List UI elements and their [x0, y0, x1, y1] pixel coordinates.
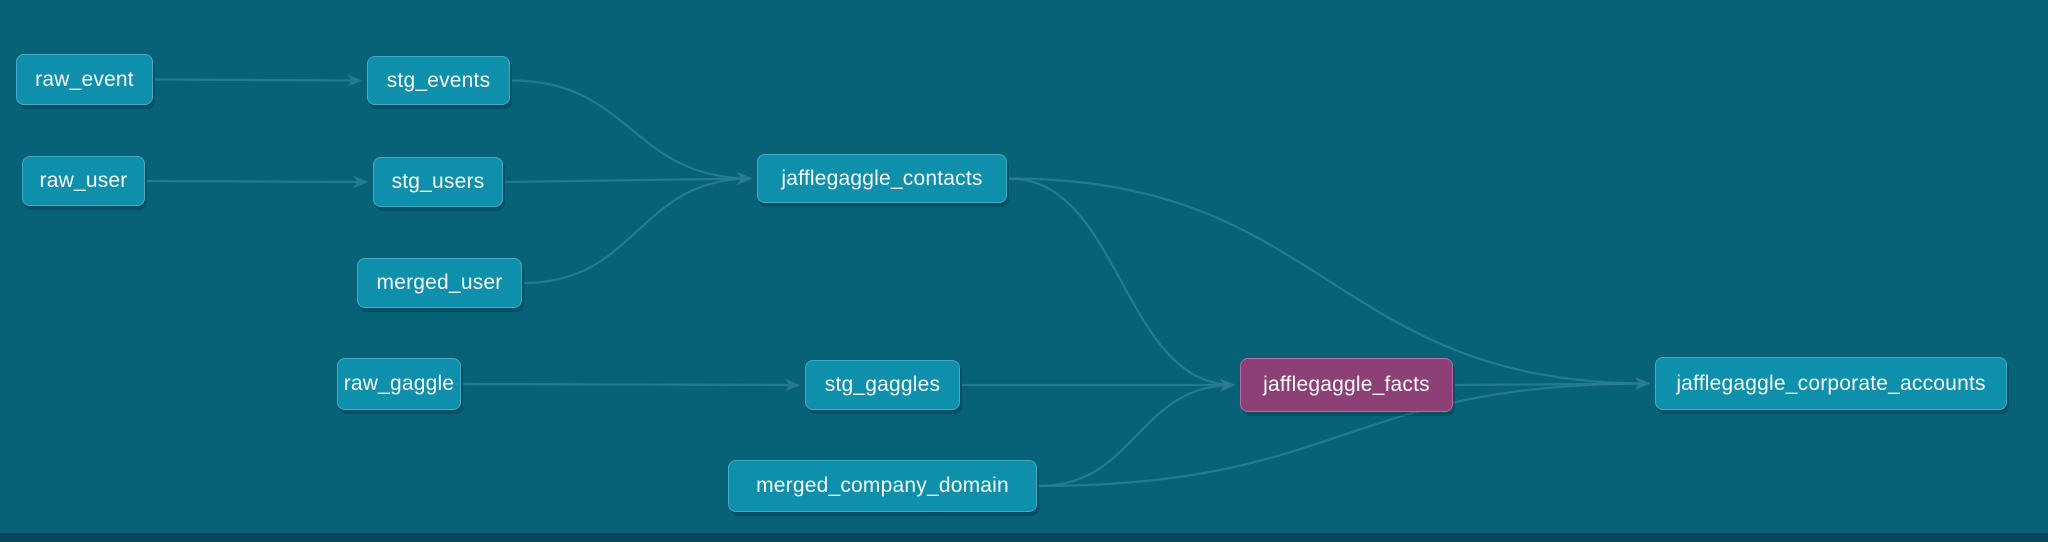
- edge-stg_users-to-jafflegaggle_contacts: [504, 172, 752, 186]
- node-raw_gaggle[interactable]: raw_gaggle: [337, 358, 461, 410]
- edge-merged_user-to-jafflegaggle_contacts: [523, 172, 752, 285]
- edge-jafflegaggle_contacts-to-jafflegaggle_facts: [1008, 177, 1235, 392]
- node-raw_event[interactable]: raw_event: [16, 54, 153, 105]
- edge-raw_event-to-stg_events: [154, 73, 362, 87]
- edge-jafflegaggle_contacts-to-jafflegaggle_corporate_accounts: [1008, 177, 1650, 390]
- edge-raw_gaggle-to-stg_gaggles: [462, 378, 800, 392]
- node-merged_user[interactable]: merged_user: [357, 258, 522, 308]
- node-raw_user[interactable]: raw_user: [22, 156, 145, 206]
- edge-raw_user-to-stg_users: [146, 175, 368, 189]
- node-jafflegaggle_contacts[interactable]: jafflegaggle_contacts: [757, 154, 1007, 203]
- edge-merged_company_domain-to-jafflegaggle_facts: [1038, 378, 1235, 488]
- node-stg_gaggles[interactable]: stg_gaggles: [805, 360, 960, 410]
- edge-merged_company_domain-to-jafflegaggle_corporate_accounts: [1038, 377, 1650, 488]
- node-stg_events[interactable]: stg_events: [367, 56, 510, 105]
- node-jafflegaggle_facts[interactable]: jafflegaggle_facts: [1240, 358, 1453, 412]
- edge-stg_events-to-jafflegaggle_contacts: [511, 79, 752, 185]
- node-jafflegaggle_corporate_accounts[interactable]: jafflegaggle_corporate_accounts: [1655, 357, 2007, 410]
- node-merged_company_domain[interactable]: merged_company_domain: [728, 460, 1037, 512]
- node-stg_users[interactable]: stg_users: [373, 157, 503, 207]
- canvas-bottom-bar: [0, 533, 2048, 542]
